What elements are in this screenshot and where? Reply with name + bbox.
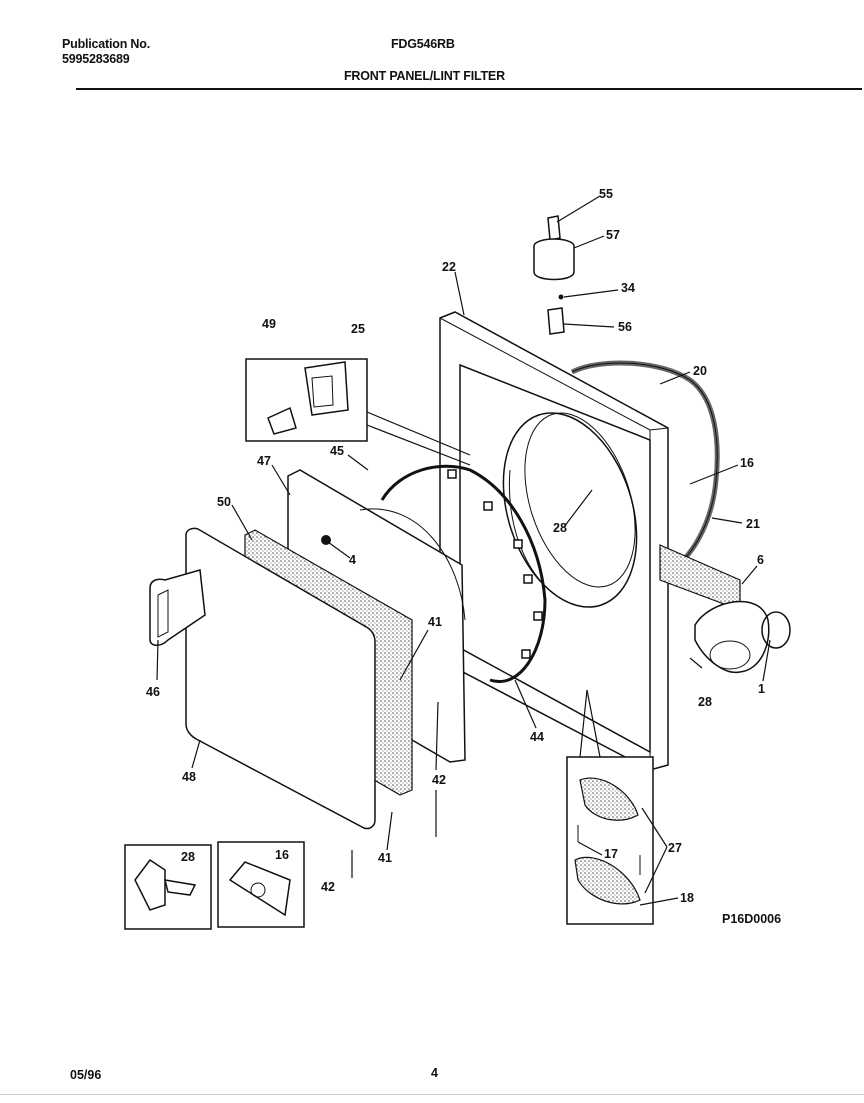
diagram-code: P16D0006 — [722, 912, 781, 926]
callout-28-inset: 28 — [181, 850, 195, 864]
callout-45: 45 — [330, 444, 344, 458]
callout-49: 49 — [262, 317, 276, 331]
section-title: FRONT PANEL/LINT FILTER — [344, 69, 505, 83]
inset-door-switch — [245, 358, 471, 466]
drum-seal-ring — [570, 360, 720, 573]
callout-41-upper: 41 — [428, 615, 442, 629]
footer-rule — [0, 1094, 864, 1095]
callout-42-mid: 42 — [432, 773, 446, 787]
publication-number: 5995283689 — [62, 52, 130, 66]
callout-28-center: 28 — [553, 521, 567, 535]
callout-6: 6 — [757, 553, 764, 567]
callout-20: 20 — [693, 364, 707, 378]
callout-42-lower: 42 — [321, 880, 335, 894]
callout-25: 25 — [351, 322, 365, 336]
header-rule — [76, 88, 862, 90]
door-seal-ring — [380, 464, 547, 683]
callout-50: 50 — [217, 495, 231, 509]
lint-duct-assembly — [659, 544, 791, 674]
door-handle — [149, 569, 206, 646]
callout-41-lower: 41 — [378, 851, 392, 865]
callout-labels: 55 57 34 56 22 20 16 21 6 1 28 49 25 45 … — [146, 187, 781, 926]
callout-4: 4 — [349, 553, 356, 567]
outer-door — [185, 527, 376, 830]
footer-page-number: 4 — [431, 1066, 438, 1080]
callout-47: 47 — [257, 454, 271, 468]
callout-55: 55 — [599, 187, 613, 201]
callout-28-right: 28 — [698, 695, 712, 709]
leader-lines — [156, 195, 771, 906]
callout-56: 56 — [618, 320, 632, 334]
footer-date: 05/96 — [70, 1068, 102, 1082]
inset-lint-guides — [566, 689, 654, 925]
callout-22: 22 — [442, 260, 456, 274]
callout-17: 17 — [604, 847, 618, 861]
callout-44: 44 — [530, 730, 544, 744]
callout-16-inset: 16 — [275, 848, 289, 862]
callout-21: 21 — [746, 517, 760, 531]
callout-1: 1 — [758, 682, 765, 696]
inset-clip-16 — [217, 841, 305, 928]
model-number: FDG546RB — [391, 37, 455, 51]
callout-46: 46 — [146, 685, 160, 699]
callout-48: 48 — [182, 770, 196, 784]
callout-27: 27 — [668, 841, 682, 855]
callout-16: 16 — [740, 456, 754, 470]
top-parts-stack — [533, 215, 575, 335]
inset-hinge-28 — [124, 844, 212, 930]
publication-label: Publication No. — [62, 37, 150, 51]
callout-57: 57 — [606, 228, 620, 242]
front-panel-frame — [439, 311, 669, 771]
callout-18: 18 — [680, 891, 694, 905]
callout-34: 34 — [621, 281, 635, 295]
